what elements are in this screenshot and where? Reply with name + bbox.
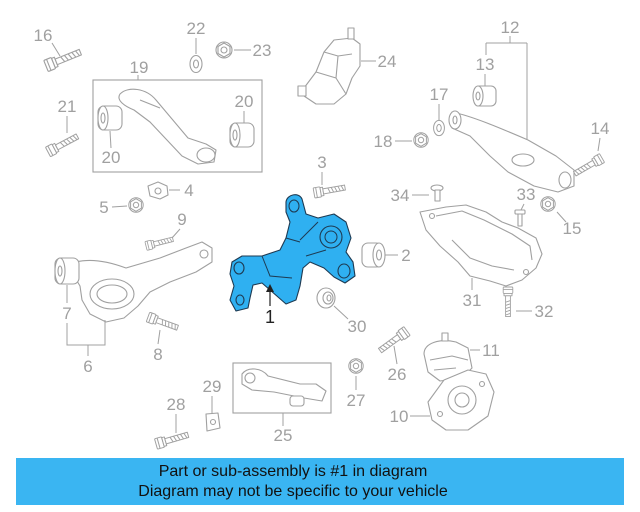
callouts: 16 22 23 12 19 24 13 21 20 17 20 18 14 3… [34, 18, 610, 445]
callout-33: 33 [517, 185, 536, 204]
callout-5: 5 [99, 198, 108, 217]
part-13-bushing [472, 85, 497, 107]
callout-21: 21 [58, 97, 77, 116]
leader-14 [597, 137, 601, 152]
part-32-bolt [502, 286, 514, 318]
knuckle-hub [319, 225, 343, 249]
part-5-nut [128, 197, 144, 213]
knuckle-top-eye [288, 199, 300, 213]
knuckle-bottom-eye [235, 294, 245, 306]
part-20-bushing-right [229, 122, 255, 148]
knuckle-right-eye [337, 263, 351, 279]
part-23-nut [215, 41, 233, 59]
callout-7: 7 [62, 304, 71, 323]
leader-5 [111, 205, 128, 208]
part-14-bolt [571, 153, 606, 179]
callout-11: 11 [482, 341, 500, 360]
part-30-bushing [316, 287, 336, 309]
part-33-stud [514, 209, 526, 227]
callout-23: 23 [253, 41, 272, 60]
callout-30: 30 [348, 317, 367, 336]
callout-20-left: 20 [102, 148, 121, 167]
leader-26 [393, 345, 398, 365]
part-6-lower-arm [73, 241, 213, 323]
callout-14: 14 [591, 119, 610, 138]
leader-9 [171, 228, 181, 239]
part-12-control-arm [448, 110, 575, 193]
part-26-bolt [376, 326, 411, 356]
callout-26: 26 [388, 365, 407, 384]
leader-lines [51, 36, 601, 433]
callout-6: 6 [83, 357, 92, 376]
leader-30 [333, 305, 349, 320]
knuckle-left-eye [233, 261, 245, 275]
part-18-nut [413, 132, 429, 148]
callout-15: 15 [563, 219, 582, 238]
bracket-12 [485, 36, 528, 140]
part-24-bracket [297, 27, 361, 105]
part-28-bolt [154, 429, 190, 450]
callout-18: 18 [374, 132, 393, 151]
callout-3: 3 [317, 153, 326, 172]
part-16-bolt [43, 46, 84, 73]
callout-10: 10 [390, 407, 409, 426]
leader-8 [157, 329, 161, 345]
part-17-washer [433, 119, 445, 137]
part-31-shield [419, 204, 543, 287]
part-9-bolt [144, 234, 175, 251]
callout-1-arrow [266, 284, 274, 306]
callout-32: 32 [535, 302, 554, 321]
callout-2: 2 [401, 246, 410, 265]
part-22-washer [189, 54, 203, 74]
part-25-link [241, 368, 327, 407]
part-11-mount [423, 332, 473, 382]
part-info-banner: Part or sub-assembly is #1 in diagram Di… [16, 458, 624, 505]
group-box-25 [232, 362, 332, 414]
banner-line-part: Part or sub-assembly is #1 in diagram [158, 463, 428, 480]
callout-1: 1 [265, 307, 275, 327]
part-15-nut [540, 196, 556, 212]
part-7-bushing [54, 257, 80, 285]
leader-20-left [109, 130, 112, 149]
banner-line-disclaimer: Diagram may not be specific to your vehi… [138, 483, 448, 500]
callout-16: 16 [34, 26, 53, 45]
part-29-clip [205, 412, 221, 432]
knuckle-body [229, 194, 356, 312]
group-box-19 [92, 79, 263, 173]
part-1-knuckle [229, 194, 356, 312]
part-34-push-clip [430, 184, 444, 202]
callout-12: 12 [501, 18, 520, 37]
callout-19: 19 [130, 58, 149, 77]
callout-20-right: 20 [235, 92, 254, 111]
callout-8: 8 [153, 345, 162, 364]
callout-4: 4 [184, 181, 193, 200]
bracket-6-7 [66, 285, 106, 356]
part-19-upper-arm [118, 88, 217, 165]
callout-27: 27 [347, 391, 366, 410]
part-3-bolt [312, 182, 347, 199]
callout-24: 24 [378, 52, 397, 71]
callout-34: 34 [391, 186, 410, 205]
callout-9: 9 [177, 210, 186, 229]
part-2-bushing [361, 242, 386, 268]
part-21-bolt [44, 131, 81, 158]
leader-16 [51, 42, 61, 57]
part-10-bracket [427, 369, 495, 431]
part-4-clip [147, 181, 169, 200]
part-27-nut [348, 358, 364, 374]
leader-15 [556, 211, 567, 223]
part-8-bolt [145, 311, 180, 334]
part-20-bushing-left [97, 105, 123, 131]
callout-22: 22 [187, 19, 206, 38]
callout-28: 28 [167, 395, 186, 414]
callout-17: 17 [430, 85, 449, 104]
callout-25: 25 [274, 426, 293, 445]
callout-31: 31 [463, 291, 482, 310]
callout-29: 29 [203, 377, 222, 396]
leader-33 [520, 203, 525, 211]
callout-13: 13 [476, 55, 495, 74]
